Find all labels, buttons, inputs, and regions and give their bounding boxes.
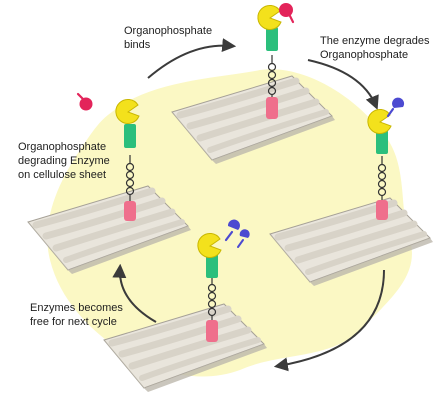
enzyme-base: [124, 201, 136, 221]
enzyme-base: [266, 97, 278, 119]
enzyme-neck: [124, 124, 136, 148]
label-enzyme-degrades: The enzyme degrades Organophosphate: [320, 34, 429, 62]
label-line: Organophosphate: [124, 25, 213, 37]
arrow-release: [273, 269, 385, 372]
label-line: The enzyme degrades: [320, 35, 430, 47]
organophosphate-molecule: [76, 92, 93, 111]
enzyme-neck: [266, 27, 278, 51]
enzyme-head: [257, 4, 282, 30]
enzyme-neck: [206, 254, 218, 278]
label-line: on cellulose sheet: [18, 169, 107, 181]
label-line: free for next cycle: [30, 316, 117, 328]
enzyme-right: [367, 108, 392, 220]
degraded-organophosphate: [386, 97, 405, 118]
label-line: binds: [124, 39, 151, 51]
label-line: degrading Enzyme: [18, 155, 110, 167]
arrow-next-cycle: [112, 263, 157, 323]
stage-enzyme-free: [104, 219, 267, 392]
label-organophosphate-binds: Organophosphate binds: [124, 24, 212, 52]
enzyme-bottom: [197, 232, 222, 342]
label-line: Organophosphate: [18, 141, 107, 153]
enzyme-base: [376, 200, 388, 220]
enzyme-top: [257, 4, 282, 119]
released-fragments: [224, 219, 250, 248]
enzyme-base: [206, 320, 218, 342]
label-line: Organophosphate: [320, 49, 409, 61]
label-enzyme-free: Enzymes becomes free for next cycle: [30, 301, 123, 329]
stage-organophosphate-bound: [172, 3, 335, 164]
enzyme-left: [115, 98, 140, 221]
label-line: Enzymes becomes: [30, 302, 123, 314]
stage-enzyme-on-sheet: [28, 92, 191, 274]
stage-organophosphate-degraded: [270, 97, 433, 286]
bound-organophosphate: [279, 3, 295, 24]
enzyme-head: [367, 108, 392, 134]
enzyme-neck: [376, 130, 388, 154]
arrow-degrades: [307, 59, 379, 110]
arrow-binds: [147, 38, 237, 79]
label-enzyme-on-sheet: Organophosphate degrading Enzyme on cell…: [18, 140, 110, 182]
